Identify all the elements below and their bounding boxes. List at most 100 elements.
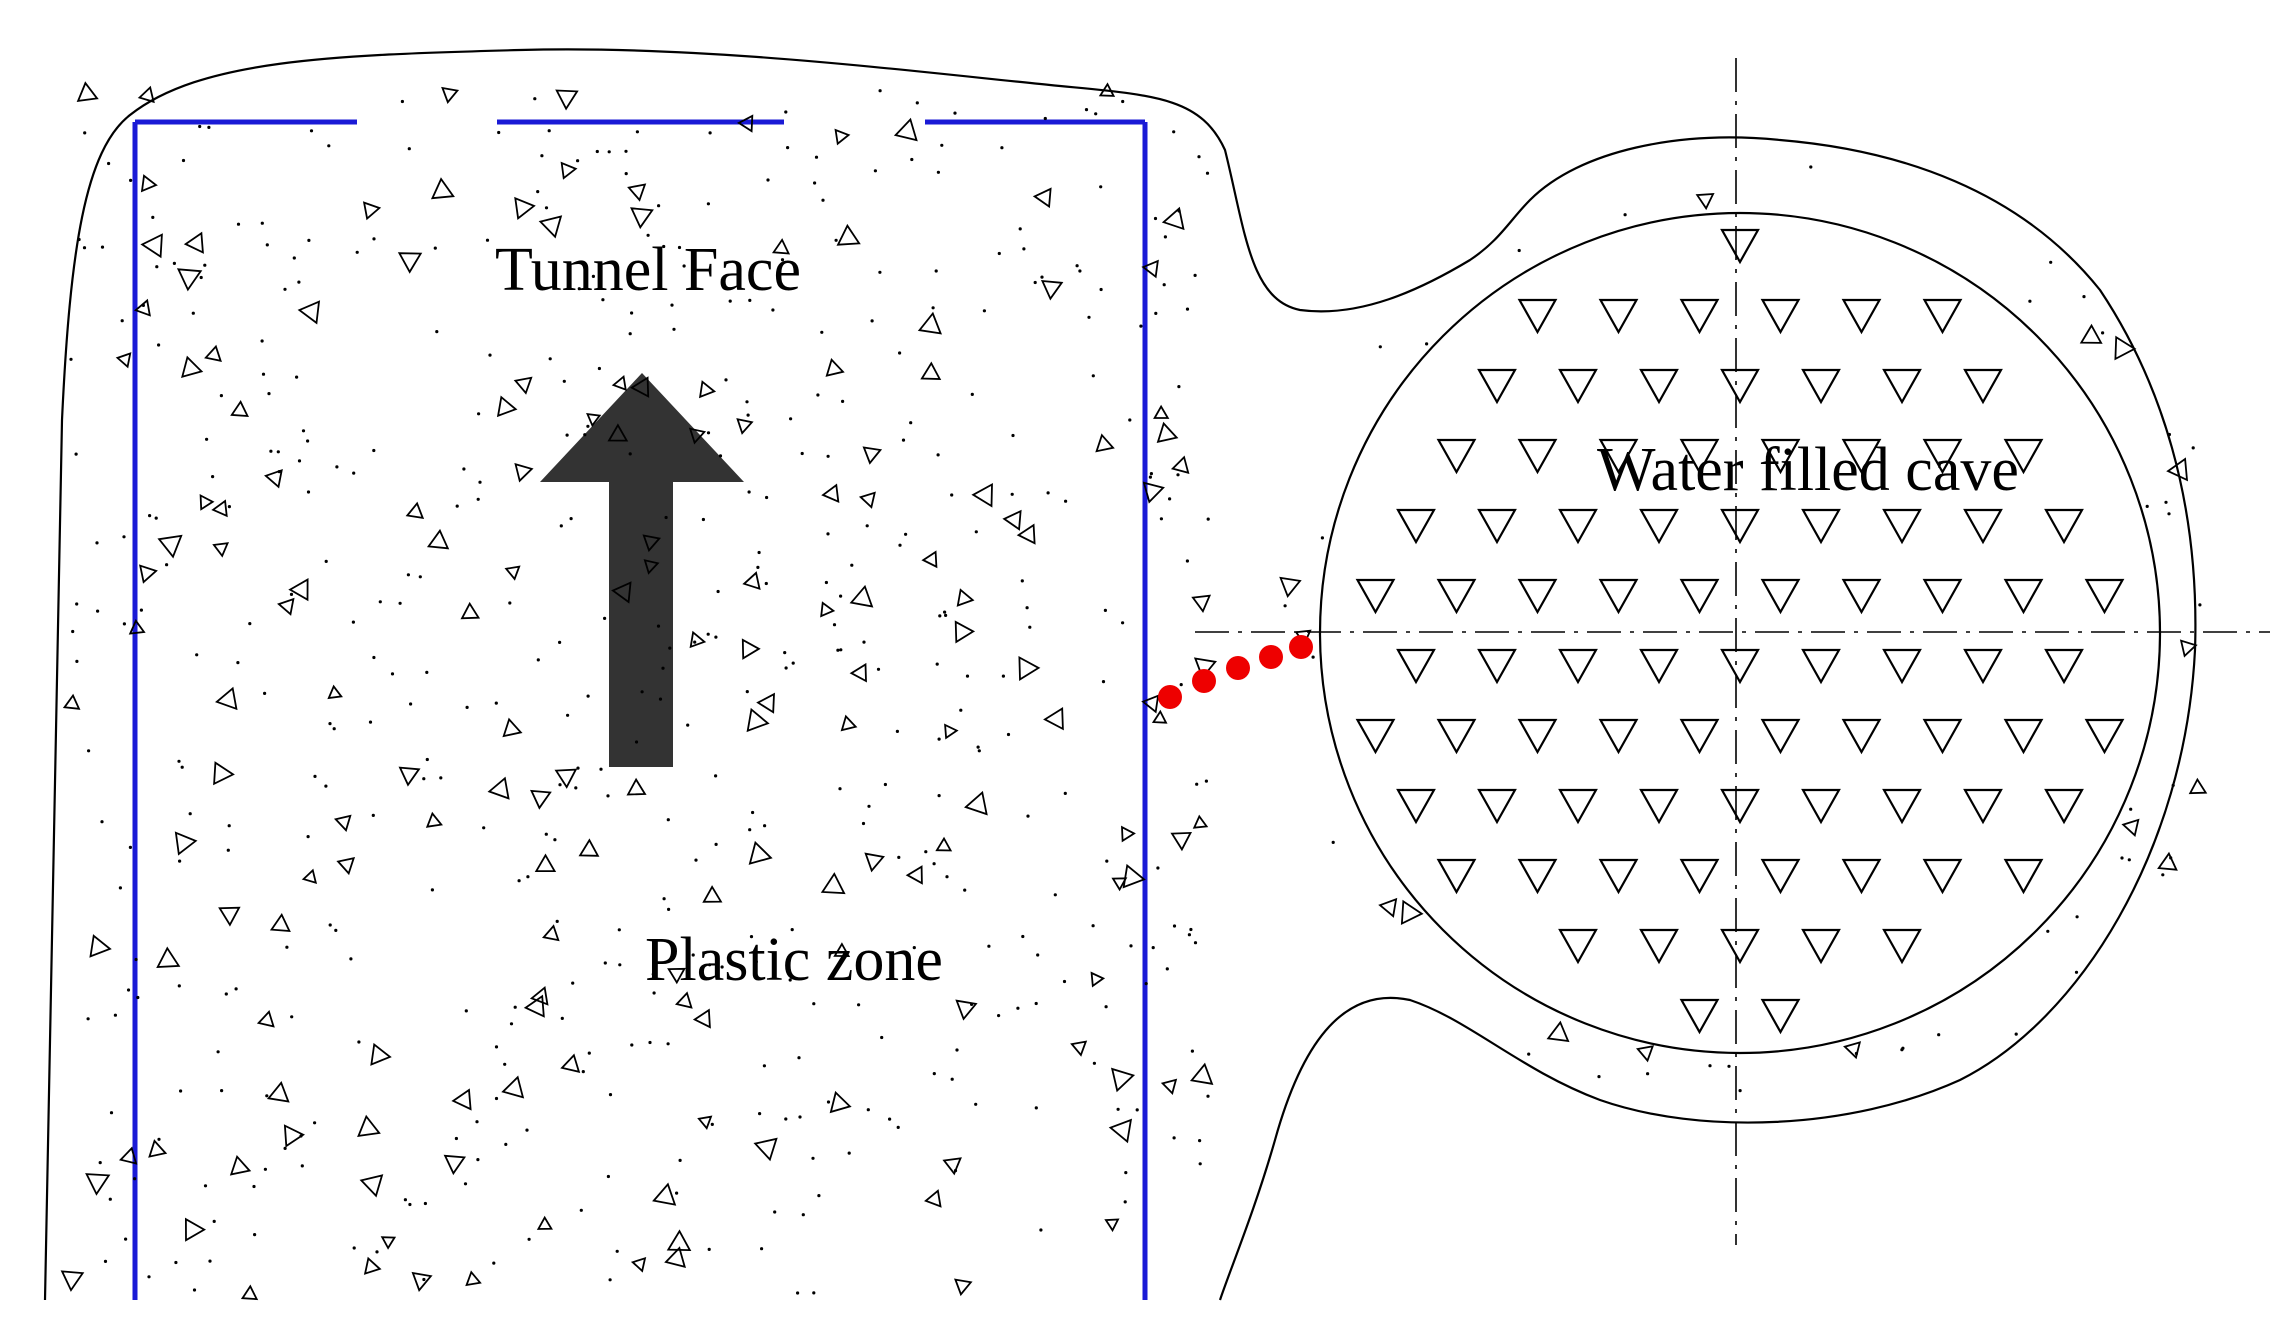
rock-dot: [1148, 475, 1152, 479]
rock-dot: [836, 648, 840, 652]
water-symbol: [1679, 718, 1720, 755]
rock-dot: [657, 204, 661, 208]
rock-dot: [950, 493, 954, 497]
rock-triangle: [496, 395, 518, 418]
rock-dot: [547, 129, 551, 133]
rock-dot: [945, 875, 949, 879]
rock-triangle: [1110, 1067, 1136, 1093]
rock-triangle: [849, 662, 867, 683]
rock-triangle: [538, 215, 563, 239]
rock-dot: [982, 309, 987, 313]
rock-triangle: [1018, 655, 1041, 681]
rock-dot: [372, 448, 376, 453]
rock-dot: [658, 697, 663, 701]
rock-triangle: [836, 223, 861, 246]
rock-triangle: [513, 376, 533, 395]
rock-triangle: [465, 1270, 482, 1287]
rock-triangle: [397, 252, 423, 274]
rock-triangle: [2166, 457, 2189, 482]
rock-dot: [224, 992, 228, 996]
rock-dot: [1000, 146, 1004, 150]
water-symbol: [1477, 648, 1517, 685]
rock-dot: [648, 1040, 652, 1045]
rock-triangle: [514, 196, 536, 220]
rock-dot: [682, 264, 686, 268]
rock-dot: [662, 244, 666, 249]
rock-triangle: [667, 967, 686, 985]
rock-dot: [1597, 1075, 1601, 1079]
rock-dot: [324, 784, 328, 788]
water-symbol: [1436, 858, 1477, 895]
rock-dot: [69, 357, 73, 361]
rock-dot: [603, 961, 607, 965]
rock-dot: [351, 620, 355, 624]
rock-triangle: [560, 1053, 581, 1074]
rock-dot: [1078, 269, 1082, 273]
rock-triangle: [2121, 818, 2140, 838]
rock-dot: [211, 475, 215, 479]
rock-dot: [154, 516, 158, 520]
rock-dot: [188, 812, 192, 816]
rock-dot: [355, 250, 359, 254]
rock-dot: [624, 149, 628, 153]
rock-dot: [172, 261, 176, 265]
rock-triangle: [501, 1075, 525, 1099]
rock-dot: [352, 1246, 356, 1250]
rock-triangle: [698, 380, 717, 399]
water-symbol: [1639, 928, 1679, 965]
rock-dot: [126, 988, 131, 992]
rock-dot: [435, 330, 439, 334]
rock-dot: [912, 946, 916, 950]
rock-dot: [2198, 603, 2202, 607]
rock-dot: [586, 424, 590, 428]
water-symbol: [1436, 718, 1477, 755]
rock-dot: [462, 467, 466, 471]
rock-dot: [576, 159, 580, 163]
rock-dot: [120, 319, 124, 323]
water-symbol: [1922, 858, 1963, 895]
rock-triangle: [652, 1182, 677, 1206]
rock-dot: [677, 245, 682, 250]
rock-dot: [861, 821, 866, 826]
rock-dot: [155, 265, 159, 269]
rock-dot: [970, 392, 974, 396]
rock-dot: [888, 1117, 892, 1121]
rock-dot: [525, 1128, 529, 1132]
rock-dot: [191, 311, 195, 315]
rock-triangle: [586, 413, 602, 428]
rock-dot: [720, 965, 724, 969]
rock-triangle: [664, 1246, 686, 1268]
rock-triangle: [2114, 335, 2137, 361]
rock-dot: [536, 190, 540, 194]
rock-dot: [352, 471, 356, 475]
rock-triangle: [1043, 707, 1064, 731]
rock-dot: [236, 661, 240, 665]
rock-dot: [630, 1043, 634, 1047]
rock-dot: [599, 767, 603, 771]
rock-dot: [1198, 1162, 1202, 1166]
rock-dot: [179, 1089, 183, 1093]
rock-dot: [597, 366, 602, 371]
rock-triangle: [1090, 971, 1106, 988]
rock-dot: [716, 589, 720, 594]
rock-dot: [107, 161, 111, 166]
rock-triangle: [893, 117, 918, 142]
rock-dot: [789, 954, 793, 958]
rock-dot: [1001, 674, 1006, 678]
rock-dot: [1149, 472, 1153, 476]
rock-dot: [773, 1210, 777, 1214]
rock-dot: [2161, 873, 2165, 877]
water-symbol: [1639, 788, 1679, 825]
rock-triangle: [964, 790, 988, 816]
rock-dot: [403, 1198, 407, 1202]
rock-dot: [826, 454, 830, 458]
rock-triangle: [1095, 433, 1115, 453]
rock-triangle: [523, 994, 545, 1018]
rock-dot: [915, 101, 919, 105]
rock-triangle: [398, 766, 421, 787]
rock-dot: [497, 130, 501, 135]
rock-dot: [866, 1108, 870, 1112]
rock-dot: [1154, 311, 1158, 315]
rock-dot: [1121, 99, 1125, 104]
rock-dot: [635, 130, 640, 134]
